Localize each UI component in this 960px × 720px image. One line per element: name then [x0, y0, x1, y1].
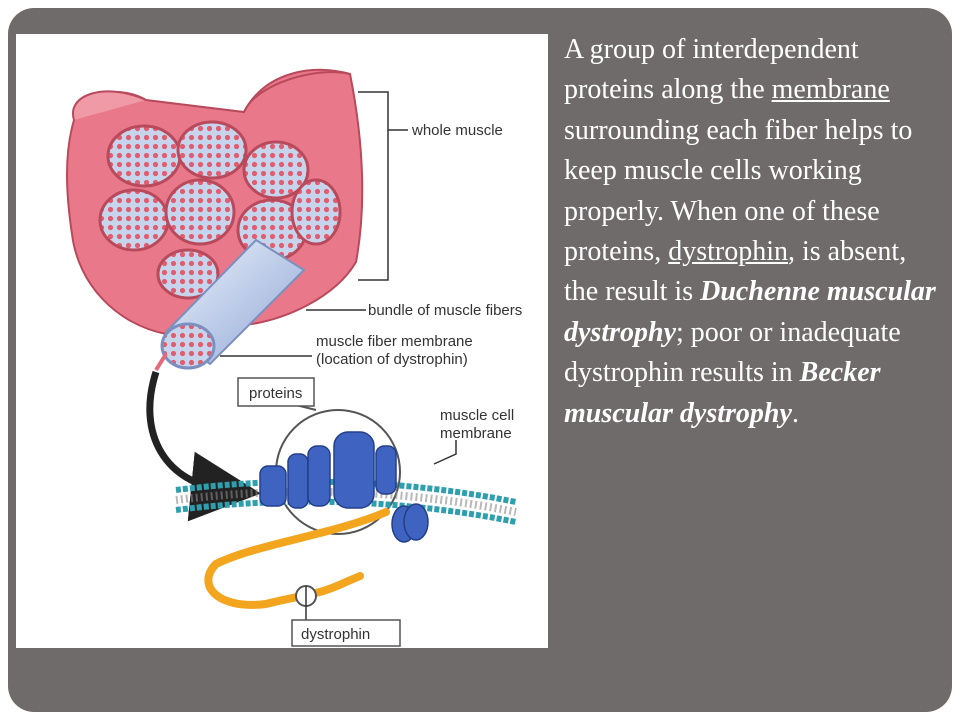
text-part-3: , is absent, the result is — [564, 236, 907, 308]
term-duchenne: Duchenne muscular dystrophy — [564, 276, 936, 348]
text-part-5: . — [791, 397, 799, 429]
zoom-arrow — [146, 370, 261, 522]
label-membrane-line1: muscle fiber membrane — [316, 333, 473, 350]
label-dystrophin: dystrophin — [301, 626, 370, 643]
label-proteins: proteins — [249, 385, 302, 402]
label-bundle: bundle of muscle fibers — [368, 302, 522, 319]
term-becker: Becker muscular dystrophy — [564, 357, 881, 429]
muscle-diagram-panel: whole muscle bundle of muscle fibers mus… — [16, 34, 548, 648]
fiber-bundle-illustration — [154, 238, 306, 372]
leader-lines — [220, 91, 457, 620]
description-paragraph: A group of interdependent proteins along… — [564, 30, 944, 434]
text-part-4: ; poor or inadequate dystrophin results … — [564, 316, 901, 389]
label-whole-muscle: whole muscle — [411, 122, 503, 139]
muscle-diagram: whole muscle bundle of muscle fibers mus… — [66, 68, 522, 647]
label-cell-membrane-line1: muscle cell — [440, 407, 514, 424]
label-cell-membrane-line2: membrane — [440, 425, 512, 442]
text-part-2: surrounding each fiber helps to keep mus… — [564, 114, 913, 268]
label-membrane-line2: (location of dystrophin) — [316, 351, 468, 368]
term-dystrophin: dystrophin — [668, 236, 788, 268]
text-part-1: A group of interdependent proteins along… — [564, 34, 859, 106]
protein-complex-illustration — [259, 431, 429, 543]
proteins-label-box — [237, 377, 315, 407]
dystrophin-label-box — [291, 619, 401, 647]
term-membrane: membrane — [771, 74, 890, 106]
